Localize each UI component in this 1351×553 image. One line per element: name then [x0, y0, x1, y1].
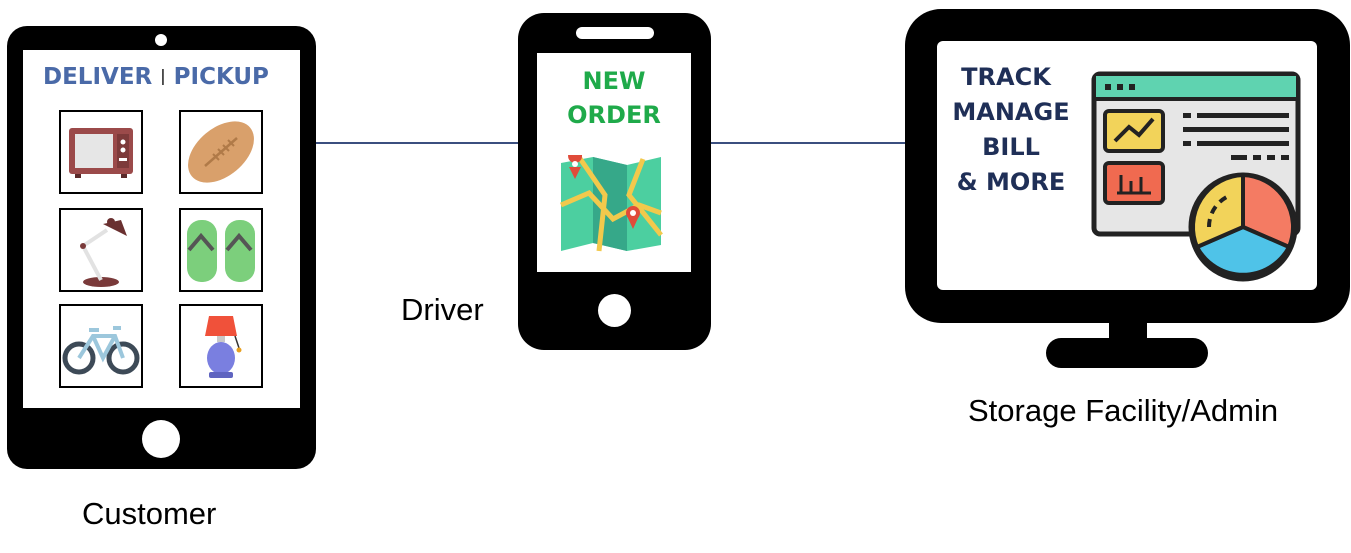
connector-driver-admin: [708, 142, 908, 144]
heading-separator: |: [160, 66, 166, 85]
item-tile-microwave[interactable]: [59, 110, 143, 194]
phone-home-button[interactable]: [598, 294, 631, 327]
map-icon: [560, 155, 663, 252]
monitor-neck: [1109, 322, 1147, 342]
admin-line-bill: BILL: [982, 133, 1040, 161]
tablet-home-button[interactable]: [142, 420, 180, 458]
table-lamp-icon: [205, 316, 242, 378]
bicycle-icon: [62, 326, 140, 375]
admin-caption: Storage Facility/Admin: [968, 393, 1279, 428]
microwave-icon: [69, 128, 133, 178]
item-tile-desk-lamp[interactable]: [59, 208, 143, 292]
customer-caption: Customer: [82, 496, 217, 531]
admin-screen: TRACK MANAGE BILL & MORE: [937, 41, 1317, 290]
dashboard-icon: [1091, 71, 1301, 282]
admin-monitor: TRACK MANAGE BILL & MORE: [905, 9, 1350, 323]
customer-heading: DELIVER | PICKUP: [43, 64, 269, 90]
admin-line-more: & MORE: [956, 168, 1066, 196]
admin-line-track: TRACK: [961, 63, 1051, 91]
phone-speaker: [576, 27, 654, 39]
driver-caption: Driver: [401, 292, 484, 327]
driver-phone: NEW ORDER: [518, 13, 711, 350]
item-tile-flip-flops[interactable]: [179, 208, 263, 292]
connector-customer-driver: [313, 142, 523, 144]
driver-screen: NEW ORDER: [537, 53, 691, 272]
flip-flops-icon: [187, 220, 255, 282]
item-tile-table-lamp[interactable]: [179, 304, 263, 388]
monitor-base: [1046, 338, 1208, 368]
item-tile-bicycle[interactable]: [59, 304, 143, 388]
football-icon: [188, 121, 254, 183]
pickup-label: PICKUP: [173, 64, 269, 90]
desk-lamp-icon: [80, 218, 127, 287]
tablet-camera: [155, 34, 167, 46]
deliver-label: DELIVER: [43, 64, 153, 90]
customer-screen: DELIVER | PICKUP: [23, 50, 300, 408]
new-order-line1: NEW: [582, 67, 646, 95]
customer-tablet: DELIVER | PICKUP: [7, 26, 316, 469]
item-tile-football[interactable]: [179, 110, 263, 194]
admin-line-manage: MANAGE: [952, 98, 1070, 126]
new-order-line2: ORDER: [567, 101, 661, 129]
